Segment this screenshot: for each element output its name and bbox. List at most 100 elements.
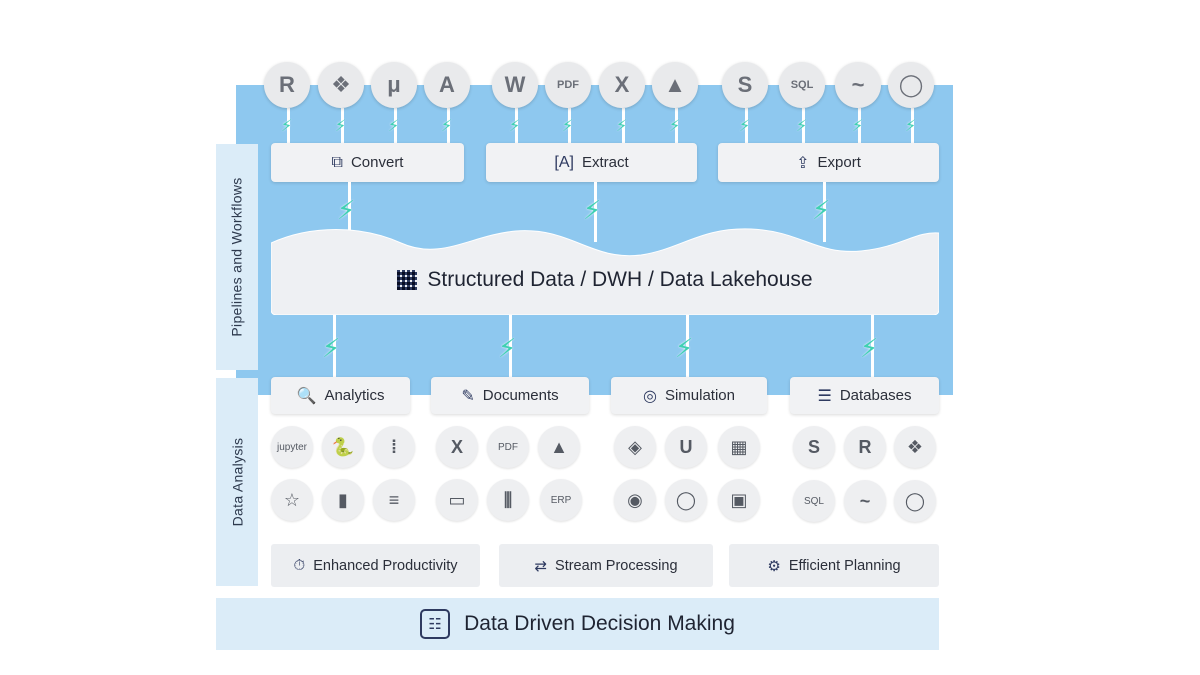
convert-box[interactable]: ⧉ Convert [271,143,464,182]
pdf-text: PDF [498,441,518,453]
ansys-icon: ▣ [718,479,760,521]
word-icon: W [492,62,538,108]
lightning-icon: ⚡ [860,333,879,363]
lightning-icon: ⚡ [322,333,341,363]
connector-line [515,108,518,144]
pipelines-workflows-label: Pipelines and Workflows [229,177,246,337]
efficient-planning-box[interactable]: ⚙ Efficient Planning [729,544,939,587]
stream-icon: ⇄ [534,557,548,575]
lightning-icon: ⚡ [616,118,628,135]
simulation-3d-icon: ▦ [718,426,760,468]
connector-line [509,315,512,377]
star-icon: ☆ [271,479,313,521]
extract-box[interactable]: [A] Extract [486,143,697,182]
data-analysis-label-bar: Data Analysis [216,378,258,586]
a-icon: A [424,62,470,108]
export-label: Export [817,154,861,171]
lightning-icon: ⚡ [669,118,681,135]
lightning-icon: ⚡ [441,118,453,135]
pdf-icon: PDF [545,62,591,108]
lightning-icon: ⚡ [905,118,917,135]
efficient-planning-label: Efficient Planning [788,557,901,574]
lightning-icon: ⚡ [852,118,864,135]
sql-icon: SQL [779,62,825,108]
database-icon: ☰ [817,387,832,405]
lakehouse-shape [271,228,939,315]
extract-icon: [A] [554,153,574,171]
simulation-icon: ◎ [642,387,657,405]
connector-line [858,108,861,144]
outcome-bar: ☷ Data Driven Decision Making [216,598,939,650]
connector-line [594,182,597,242]
connector-line [823,182,826,242]
simulation-label: Simulation [664,387,735,404]
python-icon: 🐍 [322,426,364,468]
databases-label: Databases [839,387,912,404]
pipelines-workflows-label-bar: Pipelines and Workflows [216,144,258,370]
lightning-icon: ⚡ [739,118,751,135]
r-icon: R [264,62,310,108]
analytics-icon: 🔍 [296,387,317,405]
databases-box[interactable]: ☰ Databases [790,377,939,414]
lakehouse-label: Structured Data / DWH / Data Lakehouse [427,268,813,291]
lightning-icon: ⚡ [509,118,521,135]
enhanced-productivity-label: Enhanced Productivity [313,557,458,574]
connector-line [447,108,450,144]
sharepoint-icon: S [722,62,768,108]
oracle-icon: ◯ [888,62,934,108]
mysql-icon: ~ [844,480,886,522]
sharepoint-icon: S [793,426,835,468]
bar-chart-icon: ⫼ [487,479,529,521]
connector-line [341,108,344,144]
decision-icon: ☷ [420,609,451,639]
lightning-icon: ⚡ [562,118,574,135]
tableau-icon: ⁞ [373,426,415,468]
erp-text: ERP [550,494,572,506]
documents-label: Documents [482,387,559,404]
gantt-icon: ≡ [373,479,415,521]
export-box[interactable]: ⇪ Export [718,143,939,182]
spss-icon: ❖ [318,62,364,108]
connector-line [686,315,689,377]
r-icon: R [844,426,886,468]
lightning-icon: ⚡ [675,333,694,363]
export-icon: ⇪ [796,154,810,172]
stream-processing-box[interactable]: ⇄ Stream Processing [499,544,713,587]
connector-line [802,108,805,144]
data-analysis-label: Data Analysis [229,437,246,527]
lightning-icon: ⚡ [812,195,831,225]
analytics-box[interactable]: 🔍 Analytics [271,377,410,414]
table-grid-icon [397,270,418,290]
lightning-icon: ⚡ [281,118,293,135]
documents-box[interactable]: ✎ Documents [431,377,589,414]
pdf-icon: PDF [487,426,529,468]
enhanced-productivity-box[interactable]: ⏱ Enhanced Productivity [271,544,480,587]
documents-icon: ✎ [461,387,475,405]
lakehouse-title: Structured Data / DWH / Data Lakehouse [271,268,939,292]
powerbi-icon: ▮ [322,479,364,521]
blender-icon: ◉ [614,479,656,521]
sql-server-icon: SQL [793,480,835,522]
sap-icon: ▭ [436,479,478,521]
image-icon: ▲ [652,62,698,108]
lightning-icon: ⚡ [388,118,400,135]
minitab-icon: μ [371,62,417,108]
outcome-label: Data Driven Decision Making [464,612,735,635]
connector-line [568,108,571,144]
jupyter-icon: jupyter [271,426,313,468]
stopwatch-icon: ⏱ [293,557,306,574]
excel-icon: X [436,426,478,468]
extract-label: Extract [581,154,629,171]
connector-line [394,108,397,144]
connector-line [911,108,914,144]
oracle-icon: ◯ [894,480,936,522]
connector-line [675,108,678,144]
connector-line [287,108,290,144]
connector-line [348,182,351,242]
convert-label: Convert [350,154,404,171]
simulation-box[interactable]: ◎ Simulation [611,377,767,414]
lightning-icon: ⚡ [337,195,356,225]
image-icon: ▲ [538,426,580,468]
stream-processing-label: Stream Processing [555,557,678,574]
connector-line [871,315,874,377]
